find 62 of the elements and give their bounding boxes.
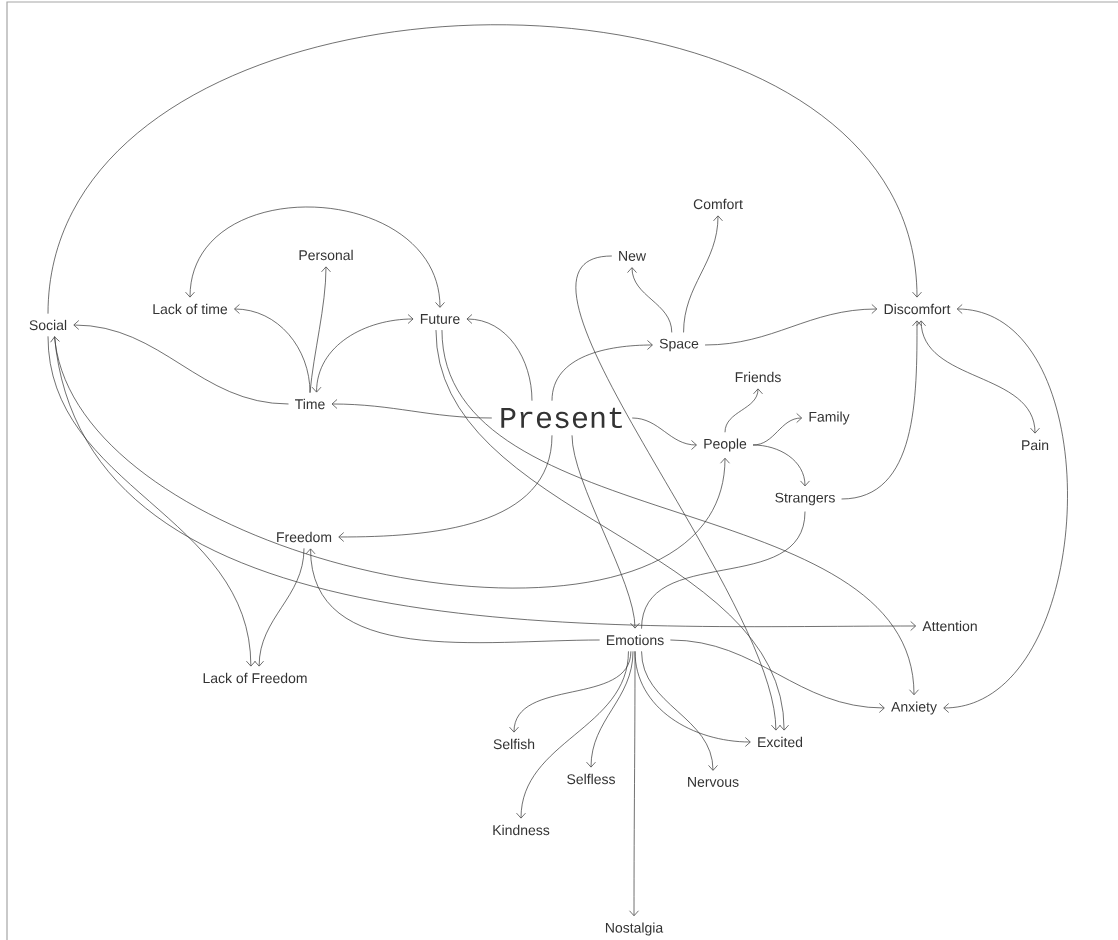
concept-label: People (704, 438, 747, 452)
concept-label: Comfort (693, 198, 743, 210)
arrow (47, 335, 256, 667)
arrow (752, 444, 810, 487)
arrow (627, 267, 673, 333)
arrow (724, 388, 763, 433)
arrow (54, 335, 916, 631)
arrow (435, 329, 789, 731)
double-arrow (185, 206, 445, 308)
arrow (575, 255, 781, 731)
arrow (509, 651, 632, 733)
concept-label: Nostalgia (605, 922, 664, 936)
concept-label: Future (420, 314, 460, 324)
arrow (338, 434, 553, 542)
arrow (331, 399, 493, 419)
concept-label: Excited (758, 736, 803, 748)
concept-label: Family (809, 411, 850, 425)
arrow (641, 651, 718, 771)
arrow (305, 548, 600, 643)
concept-label: Selfless (567, 773, 615, 785)
concept-label: Anxiety (891, 701, 937, 715)
concept-label: Freedom (277, 531, 332, 543)
arrow (551, 340, 653, 401)
arrow (586, 651, 634, 768)
concept-label: Lack of Freedom (203, 672, 307, 684)
arrow (683, 215, 723, 333)
concept-label: Emotions (606, 634, 664, 646)
arrow (516, 651, 629, 819)
concept-label: Friends (735, 371, 781, 383)
concept-label: New (619, 251, 647, 261)
concept-label: Time (295, 398, 325, 410)
arrow (254, 548, 305, 667)
double-arrow (50, 336, 730, 588)
concept-label: Discomfort (884, 303, 951, 315)
arrow (571, 434, 640, 629)
concept-label: Pain (1022, 439, 1049, 451)
arrow (634, 651, 751, 747)
arrow (629, 651, 639, 917)
arrow (441, 329, 919, 696)
arrow (47, 24, 922, 314)
concept-label: Strangers (775, 492, 835, 506)
concept-label: Space (659, 338, 699, 352)
double-arrow (916, 320, 1040, 434)
arrow (670, 639, 885, 713)
concept-label: Present (501, 407, 622, 429)
double-arrow (943, 304, 1068, 713)
concept-label: Nervous (688, 777, 739, 787)
concept-label: Selfish (493, 738, 535, 750)
concept-label: Attention (922, 620, 977, 632)
concept-label: Personal (299, 249, 353, 261)
arrow (704, 304, 878, 346)
double-arrow (311, 314, 414, 393)
arrow (73, 320, 289, 405)
concept-label: Social (29, 319, 67, 331)
concept-label: Kindness (493, 824, 550, 836)
connector-line (641, 511, 806, 629)
arrow (841, 320, 922, 500)
arrow (466, 314, 533, 401)
arrow (631, 417, 697, 450)
arrow (234, 304, 311, 393)
arrow (309, 266, 331, 393)
concept-label: Lack of time (153, 303, 228, 315)
